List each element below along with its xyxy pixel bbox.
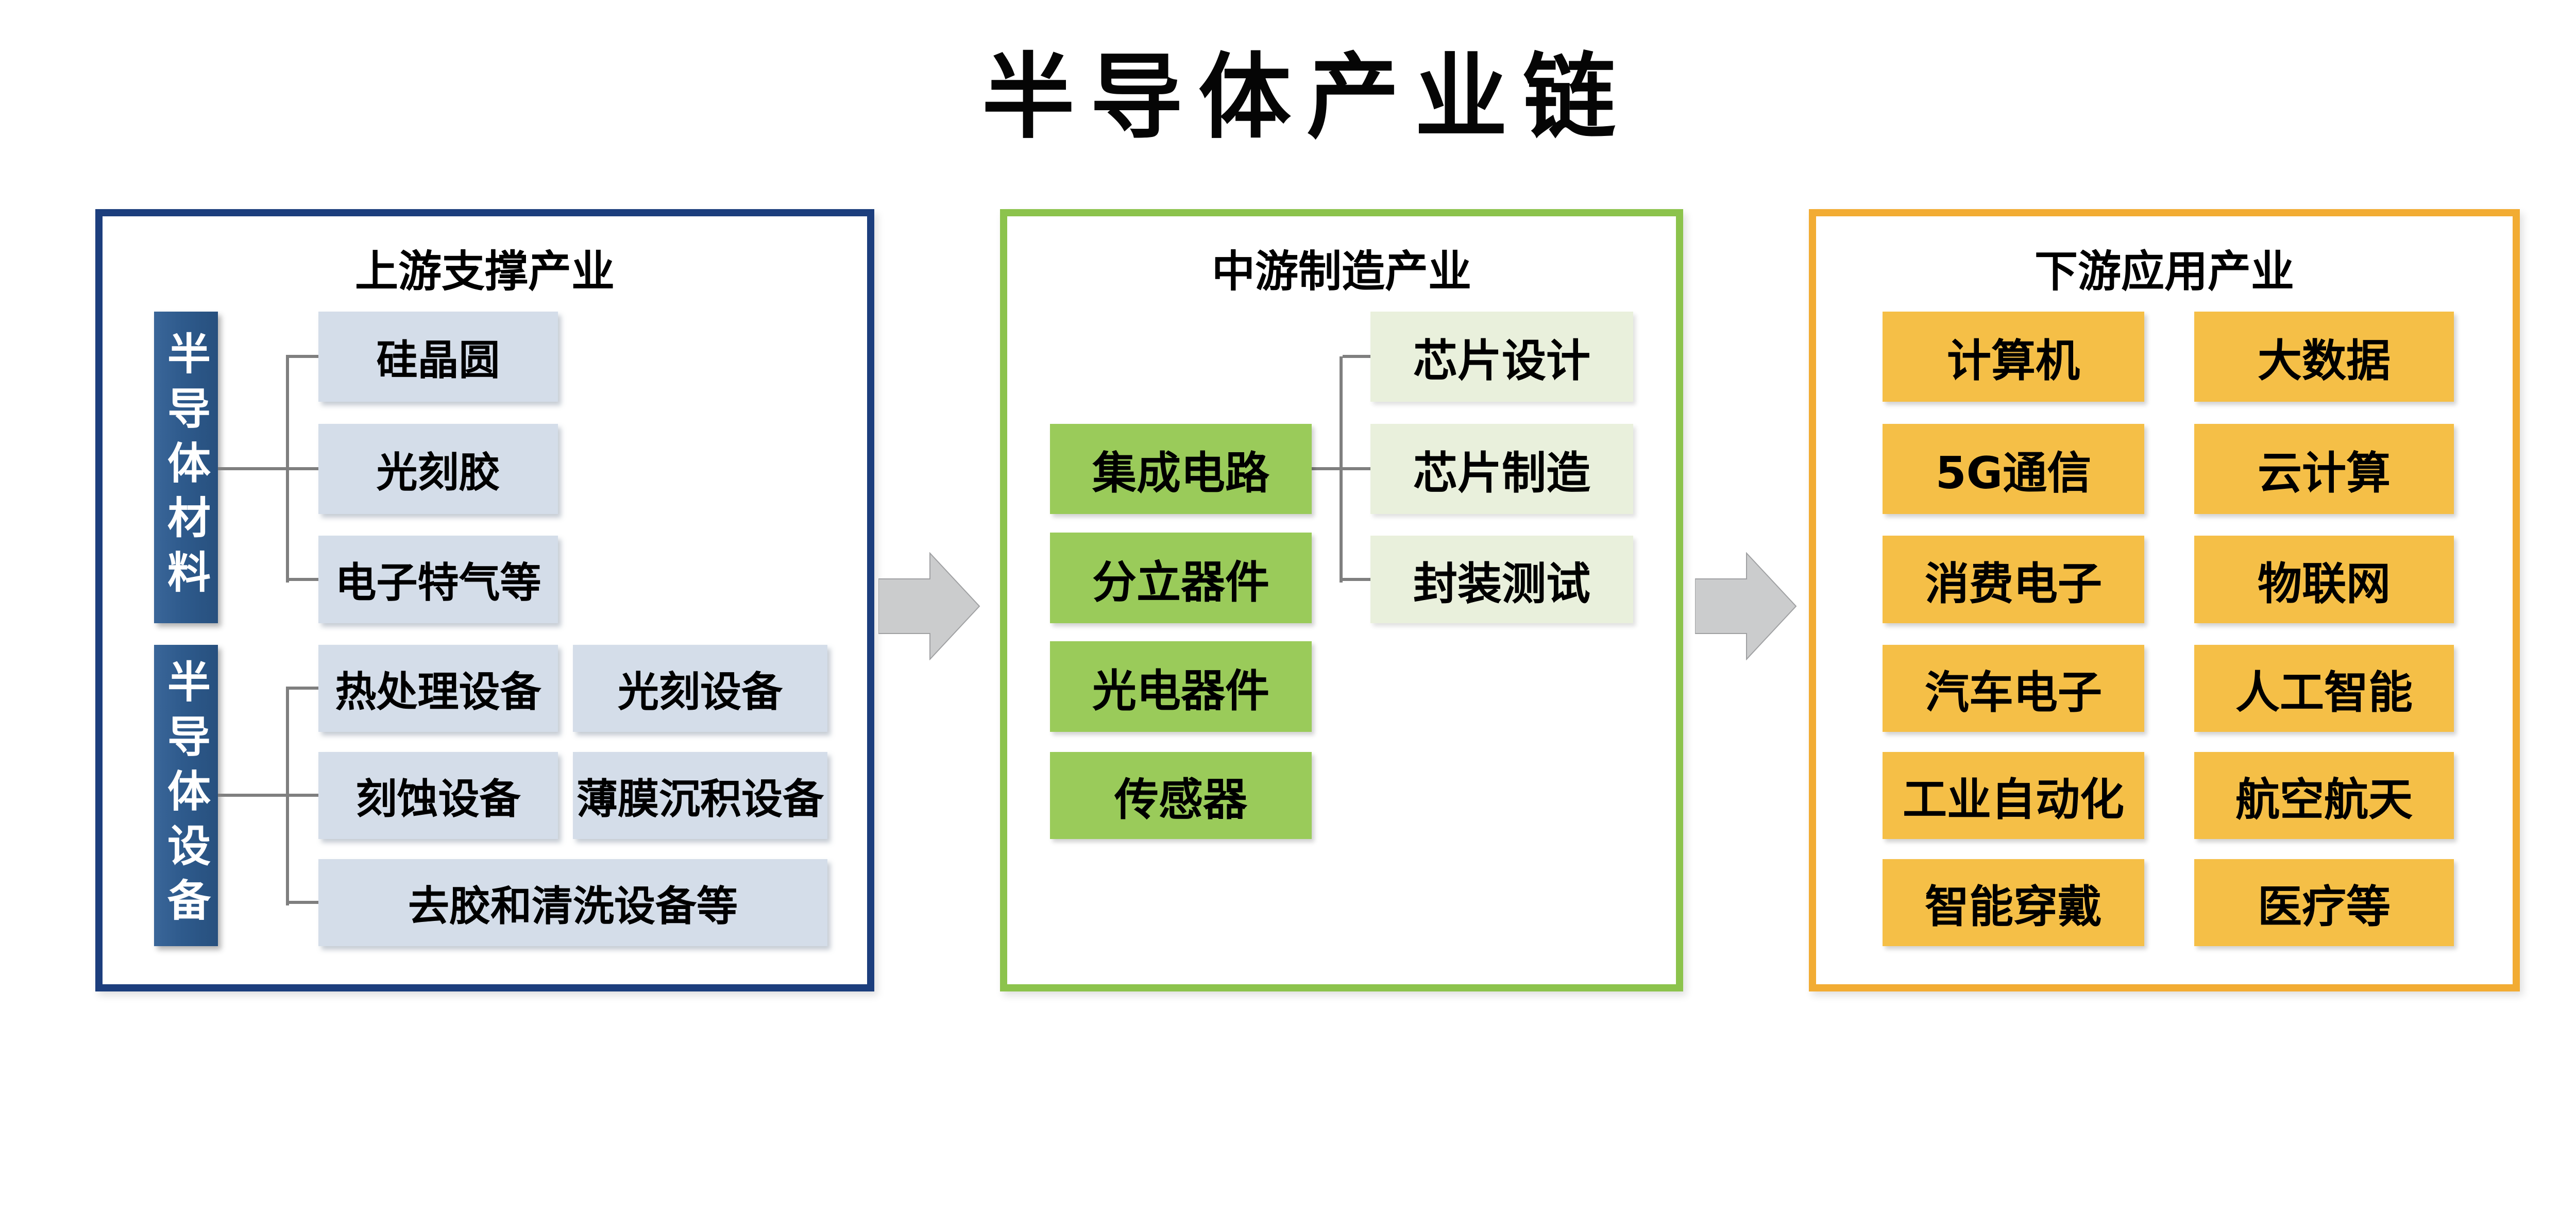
connector-line: [218, 794, 318, 797]
diagram-title: 半导体产业链: [981, 44, 1631, 151]
connector-line: [1343, 578, 1370, 581]
application-box-consumer-electronics: 消费电子: [1883, 536, 2144, 623]
process-box-chip-fabrication: 芯片制造: [1370, 424, 1633, 514]
connector-line: [218, 467, 318, 470]
connector-line: [286, 688, 289, 905]
flow-arrow-right-icon: [1695, 552, 1797, 660]
process-box-packaging-testing: 封装测试: [1370, 536, 1633, 623]
equipment-box-heat-treatment: 热处理设备: [318, 645, 558, 732]
connector-line: [1312, 467, 1340, 470]
category-bar-semiconductor-materials: 半导体材料: [154, 312, 218, 623]
material-box-photoresist: 光刻胶: [318, 424, 558, 514]
midstream-panel-header: 中游制造产业: [1211, 246, 1471, 297]
connector-line: [1343, 355, 1370, 358]
downstream-panel-header: 下游应用产业: [2034, 246, 2294, 297]
application-box-aerospace: 航空航天: [2194, 752, 2454, 839]
connector-line: [286, 578, 318, 581]
product-box-integrated-circuit: 集成电路: [1050, 424, 1312, 514]
application-box-big-data: 大数据: [2194, 312, 2454, 402]
upstream-panel: 上游支撑产业 半导体材料 半导体设备 硅晶圆 光刻胶 电子特气等 热处理设备 光…: [95, 209, 874, 991]
connector-line: [286, 687, 318, 690]
application-box-computer: 计算机: [1883, 312, 2144, 402]
product-box-optoelectronic-device: 光电器件: [1050, 641, 1312, 732]
application-box-cloud-computing: 云计算: [2194, 424, 2454, 514]
application-box-5g-communication: 5G通信: [1883, 424, 2144, 514]
material-box-silicon-wafer: 硅晶圆: [318, 312, 558, 402]
equipment-box-thin-film-deposition: 薄膜沉积设备: [573, 752, 827, 839]
connector-line: [1340, 356, 1343, 583]
midstream-panel: 中游制造产业 集成电路 分立器件 光电器件 传感器 芯片设计 芯片制造 封装测试: [1000, 209, 1683, 991]
process-box-chip-design: 芯片设计: [1370, 312, 1633, 402]
application-box-automotive-electronics: 汽车电子: [1883, 645, 2144, 732]
flow-arrow-right-icon: [878, 552, 980, 660]
product-box-discrete-device: 分立器件: [1050, 533, 1312, 623]
application-box-medical: 医疗等: [2194, 859, 2454, 946]
equipment-box-lithography: 光刻设备: [573, 645, 827, 732]
equipment-box-stripping-cleaning: 去胶和清洗设备等: [318, 859, 827, 946]
equipment-box-etching: 刻蚀设备: [318, 752, 558, 839]
material-box-electronic-specialty-gases: 电子特气等: [318, 536, 558, 623]
application-box-artificial-intelligence: 人工智能: [2194, 645, 2454, 732]
category-bar-semiconductor-equipment: 半导体设备: [154, 645, 218, 946]
connector-line: [286, 901, 318, 904]
product-box-sensor: 传感器: [1050, 752, 1312, 839]
application-box-iot: 物联网: [2194, 536, 2454, 623]
application-box-smart-wearables: 智能穿戴: [1883, 859, 2144, 946]
upstream-panel-header: 上游支撑产业: [354, 246, 615, 297]
connector-line: [286, 355, 318, 358]
downstream-panel: 下游应用产业 计算机 大数据 5G通信 云计算 消费电子 物联网 汽车电子 人工…: [1809, 209, 2520, 991]
connector-line: [1343, 467, 1370, 470]
application-box-industrial-automation: 工业自动化: [1883, 752, 2144, 839]
